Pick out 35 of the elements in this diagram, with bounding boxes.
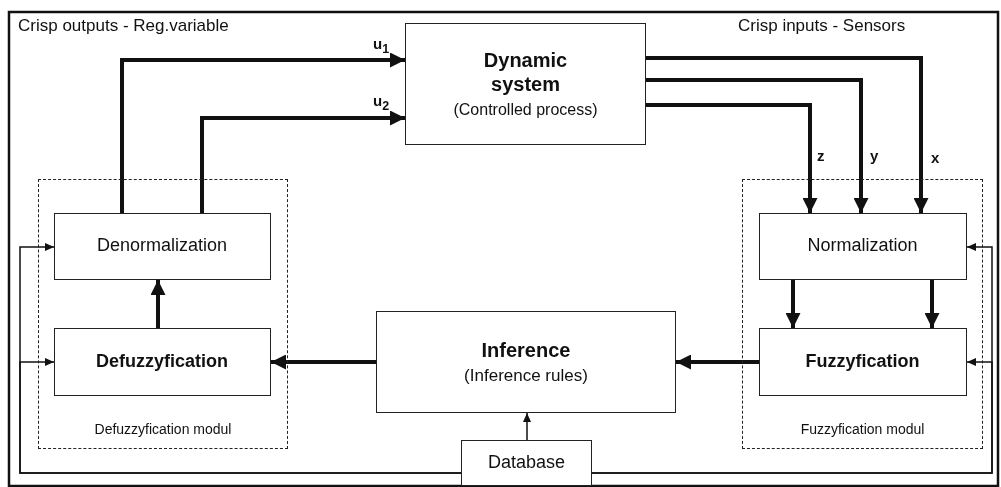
arrow (676, 354, 759, 370)
box-title: Denormalization (96, 235, 228, 257)
process-box (53, 212, 271, 280)
process-box (53, 327, 271, 396)
arrow (523, 412, 531, 441)
arrow (150, 280, 166, 328)
arrow (646, 103, 818, 213)
arrow (120, 52, 405, 213)
arrow (591, 358, 993, 474)
arrow (785, 280, 801, 328)
box-title: Fuzzyfication (805, 350, 920, 373)
arrow (646, 56, 929, 213)
module-frame (38, 179, 288, 449)
box-subtitle: (Inference rules) (464, 365, 588, 387)
box-title: Database (487, 452, 566, 474)
process-box (758, 212, 967, 280)
section-label: Crisp outputs - Reg.variable (18, 16, 229, 36)
box-title: Normalization (807, 235, 918, 257)
box-title: Defuzzyfication (96, 350, 228, 373)
module-label: Fuzzyfication modul (800, 421, 925, 438)
module-frame (742, 179, 983, 449)
section-label: Crisp inputs - Sensors (738, 16, 906, 36)
process-box (405, 23, 646, 145)
arrow (200, 110, 405, 213)
box-title: Dynamic system (482, 48, 569, 97)
process-box (758, 327, 967, 396)
box-title: Inference (481, 337, 571, 362)
process-box (376, 311, 676, 413)
arrow (646, 78, 869, 213)
module-label: Defuzzyfication modul (94, 421, 232, 438)
box-subtitle: (Controlled process) (453, 100, 598, 120)
arrow (271, 354, 376, 370)
process-box (461, 440, 592, 486)
arrow (924, 280, 940, 328)
arrow (19, 358, 462, 474)
